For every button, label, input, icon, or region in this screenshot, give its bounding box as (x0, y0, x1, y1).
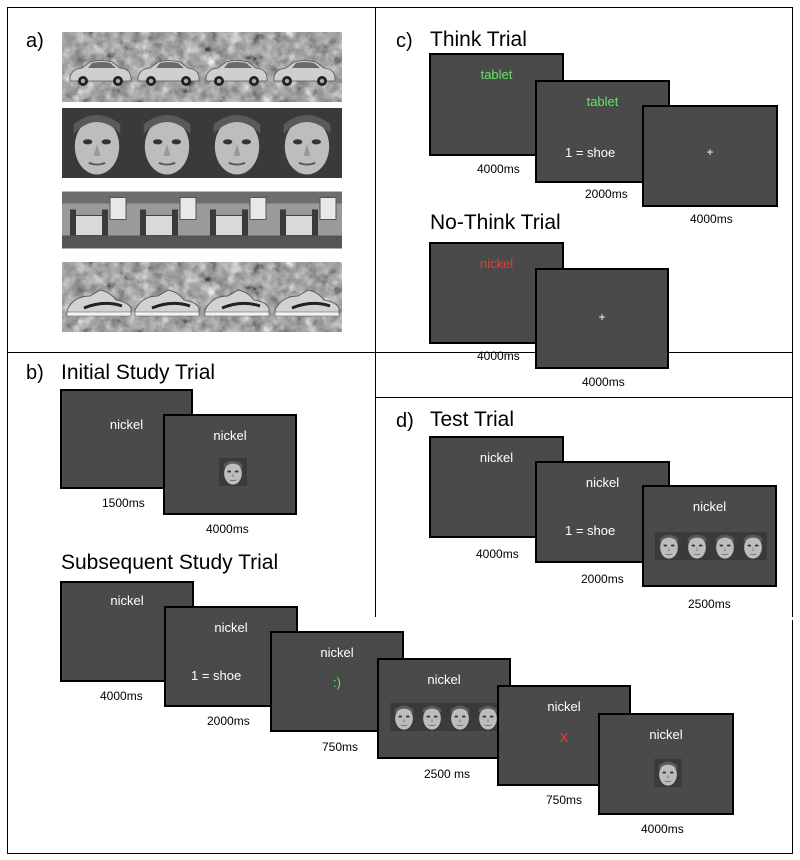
panel-a-label: a) (26, 30, 44, 52)
cue-word: nickel (214, 620, 248, 635)
face-image (739, 531, 767, 561)
face-image (654, 758, 682, 788)
category-options: 1 = shoe 2 = car 3 = face 4 = bedroom (191, 638, 264, 848)
option-item: 1 = shoe (191, 668, 242, 683)
think-cue-word: tablet (586, 94, 619, 109)
cue-word: nickel (109, 417, 144, 432)
no-think-cue-word: nickel (479, 256, 514, 271)
cue-word: nickel (479, 450, 514, 465)
face-image (62, 108, 132, 178)
cue-word: nickel (547, 699, 581, 714)
face-image (655, 531, 683, 561)
stimulus-row-shoes (62, 262, 342, 332)
option-item: 3 = face (191, 758, 238, 773)
bedroom-image (132, 190, 202, 250)
cue-word: nickel (585, 475, 620, 490)
bedroom-image (202, 190, 272, 250)
duration-label: 4000ms (100, 689, 143, 703)
option-item: 1 = shoe (565, 523, 616, 538)
bedroom-image (62, 190, 132, 250)
initial-study-screen-2: nickel (163, 414, 297, 515)
face-image (390, 702, 418, 732)
cue-word: nickel (110, 593, 144, 608)
think-trial-heading: Think Trial (430, 28, 527, 51)
option-item: 3 = face (565, 613, 612, 628)
think-screen-fixation: + (642, 105, 778, 207)
no-think-screen-fixation: + (535, 268, 669, 369)
cue-word: nickel (320, 645, 354, 660)
face-image (272, 108, 342, 178)
duration-label: 2500 ms (424, 767, 471, 781)
duration-label: 4000ms (641, 822, 684, 836)
test-screen-faces: nickel (642, 485, 777, 587)
duration-label: 2000ms (581, 572, 624, 586)
option-item: 1 = shoe (565, 145, 616, 160)
category-options: 1 = shoe 2 = car 3 = face 4 = bedroom (565, 493, 638, 703)
duration-label: 4000ms (476, 547, 519, 561)
face-image (219, 457, 247, 487)
option-item: 2 = car (565, 568, 606, 583)
option-item: 3 = face (565, 235, 612, 250)
think-cue-word: tablet (480, 67, 513, 82)
cue-word: nickel (692, 499, 727, 514)
face-image (711, 531, 739, 561)
option-item: 2 = car (191, 713, 232, 728)
option-item: 4 = bedroom (565, 658, 639, 673)
duration-label: 4000ms (477, 349, 520, 363)
feedback-smile: :) (333, 675, 341, 690)
duration-label: 4000ms (206, 522, 249, 536)
duration-label: 750ms (546, 793, 583, 807)
test-trial-heading: Test Trial (430, 408, 515, 431)
fixation-cross: + (598, 310, 606, 324)
face-image (683, 531, 711, 561)
cue-word: nickel (649, 727, 683, 742)
no-think-trial-heading: No-Think Trial (430, 211, 561, 234)
face-image (446, 702, 474, 732)
subsequent-study-heading: Subsequent Study Trial (61, 551, 279, 574)
panel-d-gap (375, 617, 793, 620)
feedback-x: X (559, 730, 569, 745)
option-item: 2 = car (565, 190, 606, 205)
subsequent-screen-answer: nickel (598, 713, 734, 815)
panel-b-label: b) (26, 362, 44, 384)
initial-study-heading: Initial Study Trial (61, 361, 216, 384)
duration-label: 2000ms (585, 187, 628, 201)
face-image (418, 702, 446, 732)
cue-word: nickel (427, 672, 461, 687)
duration-label: 2000ms (207, 714, 250, 728)
duration-label: 2500ms (688, 597, 731, 611)
duration-label: 1500ms (102, 496, 145, 510)
duration-label: 4000ms (477, 162, 520, 176)
duration-label: 750ms (322, 740, 359, 754)
panel-d-label: d) (396, 410, 414, 432)
fixation-cross: + (706, 145, 714, 159)
stimulus-row-bedrooms (62, 184, 342, 256)
duration-label: 4000ms (690, 212, 733, 226)
cue-word: nickel (213, 428, 247, 443)
option-item: 4 = bedroom (191, 803, 265, 818)
face-image (132, 108, 202, 178)
bedroom-image (272, 190, 342, 250)
face-image (202, 108, 272, 178)
panel-c-label: c) (396, 30, 413, 52)
duration-label: 4000ms (582, 375, 625, 389)
stimulus-row-faces (62, 108, 342, 178)
subsequent-screen-faces: nickel (377, 658, 511, 759)
stimulus-row-cars (62, 32, 342, 102)
